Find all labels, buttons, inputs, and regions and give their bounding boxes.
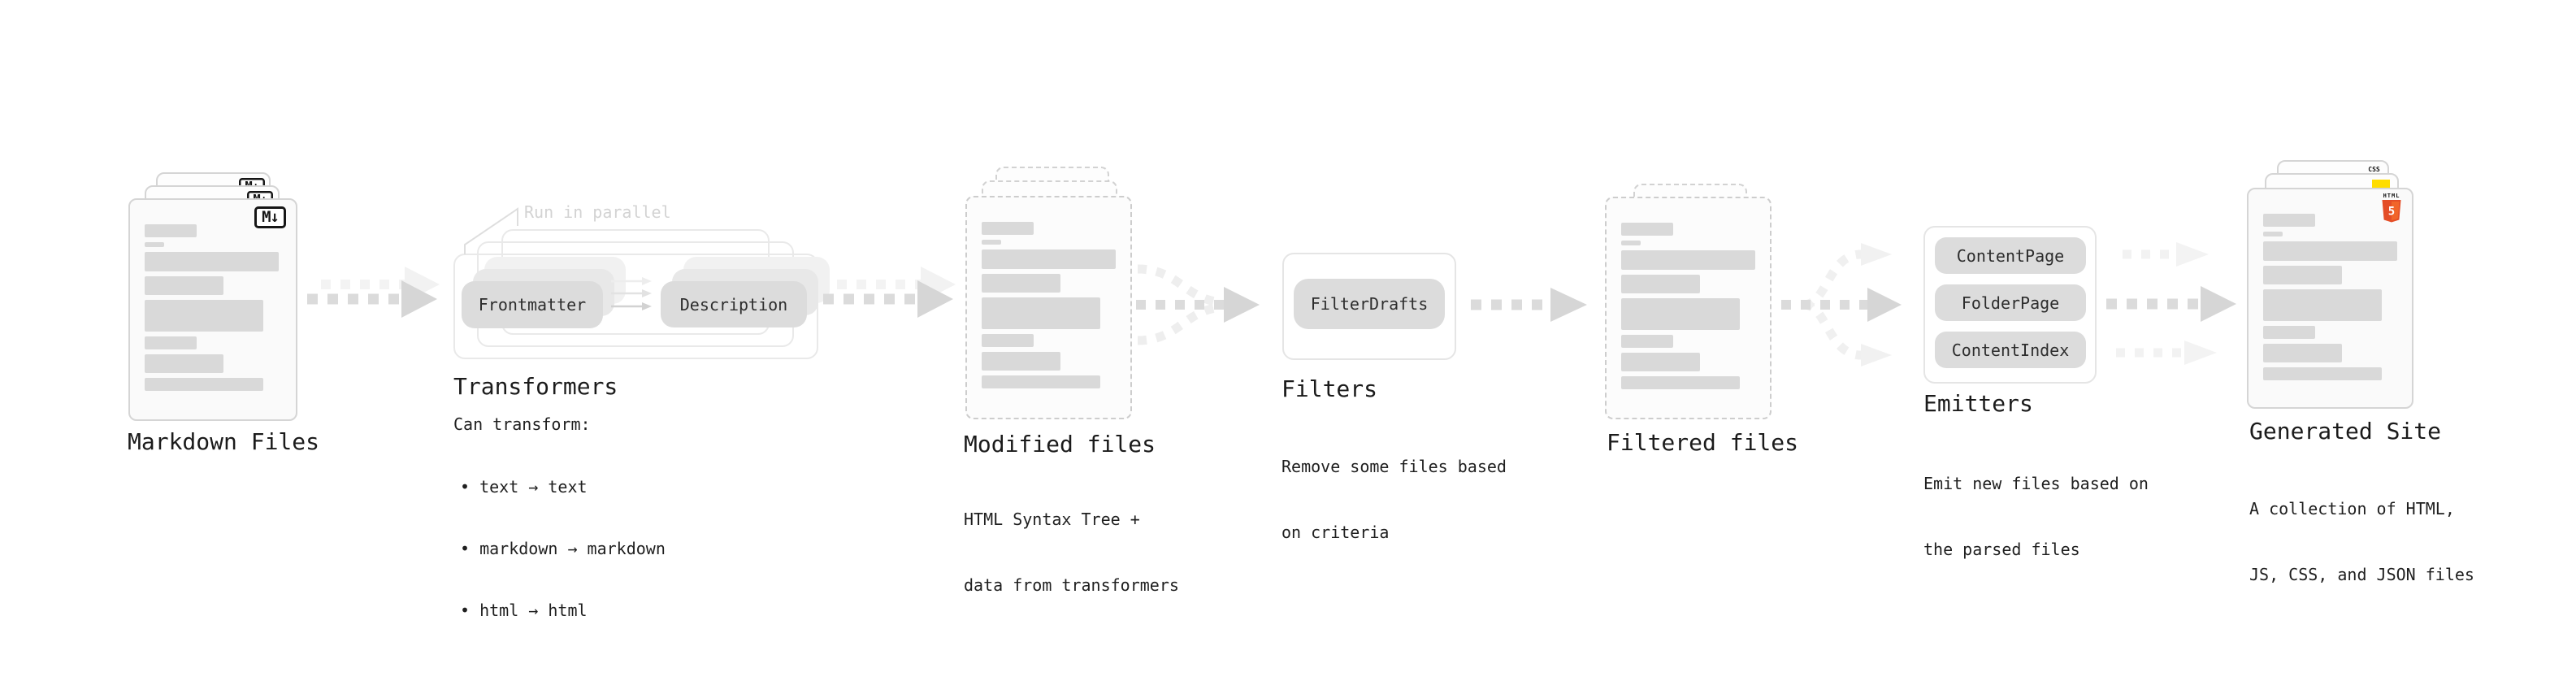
doc-bar: [145, 336, 197, 349]
emitter-pill-contentpage: ContentPage: [1935, 237, 2086, 274]
doc-bar: [145, 242, 164, 247]
doc-bar: [982, 375, 1100, 388]
html5-icon: HTML 5: [2381, 193, 2402, 224]
annotation-leader-line: [464, 207, 518, 254]
flow-arrows-emitters-to-generated: [2106, 242, 2236, 365]
desc-line: Remove some files based: [1281, 457, 1507, 476]
transformer-pill-description: Description: [661, 281, 807, 327]
doc-bar: [1621, 335, 1673, 348]
css-icon-label: CSS: [2368, 166, 2380, 173]
doc-bar: [2263, 326, 2315, 339]
transformers-bullet-list: • text → text • markdown → markdown • ht…: [460, 436, 666, 661]
markdown-icon-label: M↓: [262, 208, 280, 226]
doc-bar: [1621, 275, 1700, 293]
bullet-item: • text → text: [460, 477, 588, 497]
html5-shield: 5: [2382, 200, 2401, 223]
doc-content-bars: [145, 224, 279, 391]
js-icon: [2372, 180, 2390, 189]
flow-arrow-markdown-to-transformers: [307, 267, 440, 318]
doc-bar: [2263, 232, 2283, 236]
generated-site-desc: A collection of HTML, JS, CSS, and JSON …: [2249, 454, 2474, 630]
pill-label: Frontmatter: [478, 295, 587, 314]
doc-card-front-html: HTML 5: [2247, 188, 2413, 409]
pill-label: ContentPage: [1956, 245, 2065, 266]
markdown-icon: M↓: [254, 206, 286, 228]
pill-connector-arrows: [611, 277, 652, 310]
doc-bar: [982, 352, 1060, 371]
doc-content-bars: [2263, 214, 2397, 380]
emitter-pill-contentindex: ContentIndex: [1935, 332, 2086, 368]
doc-bar: [1621, 298, 1740, 330]
transformers-label: Transformers: [453, 373, 618, 400]
run-in-parallel-note: Run in parallel: [524, 202, 671, 222]
doc-bar: [1621, 241, 1641, 245]
doc-bar: [1621, 223, 1673, 236]
doc-bar: [145, 354, 223, 373]
flow-arrow-split-filtered-to-emitters: [1781, 243, 1902, 367]
doc-bar: [145, 224, 197, 237]
desc-line: the parsed files: [1923, 540, 2080, 559]
doc-bar: [982, 334, 1034, 347]
transformer-pill-frontmatter: Frontmatter: [462, 281, 603, 328]
generated-site-label: Generated Site: [2249, 418, 2442, 445]
doc-bar: [1621, 376, 1740, 389]
html5-icon-word: HTML: [2383, 193, 2400, 199]
bullet-item: • html → html: [460, 601, 588, 620]
transformers-desc-intro: Can transform:: [453, 414, 591, 434]
flow-arrow-merge-modified-to-filters: [1136, 264, 1260, 345]
doc-card-front: [965, 196, 1132, 419]
doc-content-bars: [1621, 223, 1755, 389]
pill-label: ContentIndex: [1951, 340, 2070, 360]
doc-bar: [145, 252, 279, 271]
doc-bar: [145, 378, 263, 391]
doc-bar: [2263, 344, 2342, 362]
filters-desc: Remove some files based on criteria: [1281, 412, 1507, 588]
doc-bar: [1621, 250, 1755, 270]
markdown-files-label: Markdown Files: [128, 428, 320, 455]
pill-label: FilterDrafts: [1310, 294, 1429, 314]
doc-bar: [1621, 353, 1700, 371]
doc-bar: [145, 276, 223, 295]
filter-pill-filterdrafts: FilterDrafts: [1294, 279, 1445, 329]
doc-bar: [982, 274, 1060, 293]
doc-bar: [982, 249, 1116, 269]
desc-line: data from transformers: [964, 575, 1179, 595]
doc-bar: [2263, 241, 2397, 261]
emitter-pill-folderpage: FolderPage: [1935, 284, 2086, 321]
desc-line: Emit new files based on: [1923, 474, 2149, 493]
desc-line: HTML Syntax Tree +: [964, 510, 1140, 529]
pill-label: FolderPage: [1961, 293, 2060, 313]
filters-label: Filters: [1281, 375, 1378, 402]
modified-files-label: Modified files: [964, 431, 1156, 458]
doc-bar: [982, 297, 1100, 329]
doc-bar: [2263, 214, 2315, 227]
html5-icon-five: 5: [2388, 206, 2395, 219]
doc-card-front: M↓: [128, 198, 297, 421]
doc-bar: [982, 240, 1001, 245]
doc-bar: [2263, 289, 2382, 321]
doc-card-front: [1605, 197, 1772, 419]
emitters-desc: Emit new files based on the parsed files: [1923, 429, 2149, 605]
pill-label: Description: [679, 294, 788, 314]
doc-bar: [145, 300, 263, 332]
desc-line: A collection of HTML,: [2249, 499, 2455, 518]
modified-files-desc: HTML Syntax Tree + data from transformer…: [964, 465, 1179, 640]
flow-arrow-transformers-to-modified: [823, 267, 956, 318]
flow-arrow-filters-to-filtered: [1471, 288, 1587, 322]
emitters-label: Emitters: [1923, 390, 2033, 417]
bullet-item: • markdown → markdown: [460, 539, 666, 558]
desc-line: JS, CSS, and JSON files: [2249, 565, 2474, 584]
doc-content-bars: [982, 222, 1116, 388]
desc-line: on criteria: [1281, 523, 1390, 542]
doc-bar: [2263, 367, 2382, 380]
filtered-files-label: Filtered files: [1607, 429, 1799, 456]
doc-bar: [2263, 266, 2342, 284]
doc-bar: [982, 222, 1034, 235]
